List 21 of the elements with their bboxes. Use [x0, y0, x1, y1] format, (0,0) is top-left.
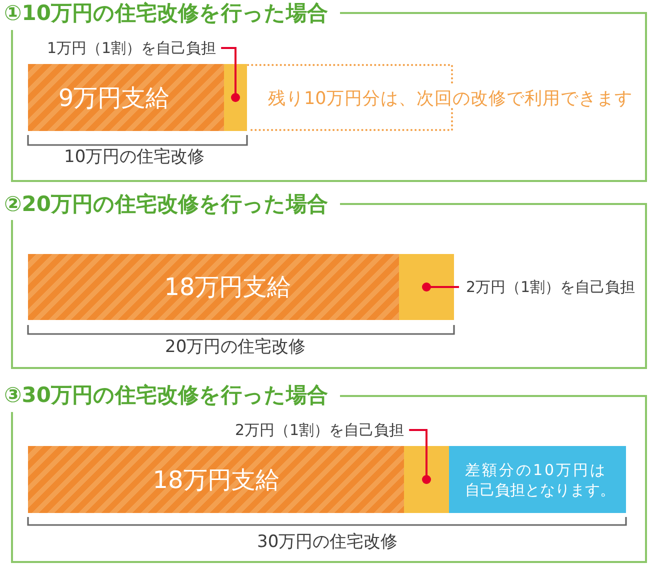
bar-segment — [224, 64, 247, 131]
section-title: ②20万円の住宅改修を行った場合 — [4, 191, 328, 217]
dotted-box: 残り10万円分は、次回の改修で利用できます — [247, 64, 632, 131]
section-title: ①10万円の住宅改修を行った場合 — [4, 0, 328, 26]
leader-line — [409, 429, 431, 484]
bar-segment — [404, 446, 449, 513]
bar-segment: 18万円支給 — [28, 254, 399, 320]
leader-line — [221, 47, 240, 102]
bar-segment: 9万円支給 — [28, 64, 224, 131]
section-title: ③30万円の住宅改修を行った場合 — [4, 382, 328, 408]
callout-text: 1万円（1割）を自己負担 — [47, 38, 216, 58]
callout-text: 2万円（1割）を自己負担 — [235, 420, 404, 440]
dimension-label: 20万円の住宅改修 — [165, 337, 306, 357]
callout-text: 2万円（1割）を自己負担 — [466, 277, 636, 297]
bar-segment: 18万円支給 — [28, 446, 404, 513]
dimension-label: 30万円の住宅改修 — [257, 532, 398, 552]
dimension-label: 10万円の住宅改修 — [64, 147, 205, 167]
section-frame — [4, 0, 647, 182]
bar-segment: 差額分の10万円は自己負担となります。 — [449, 446, 626, 513]
bar-segment — [399, 254, 454, 320]
leader-line — [422, 282, 459, 292]
